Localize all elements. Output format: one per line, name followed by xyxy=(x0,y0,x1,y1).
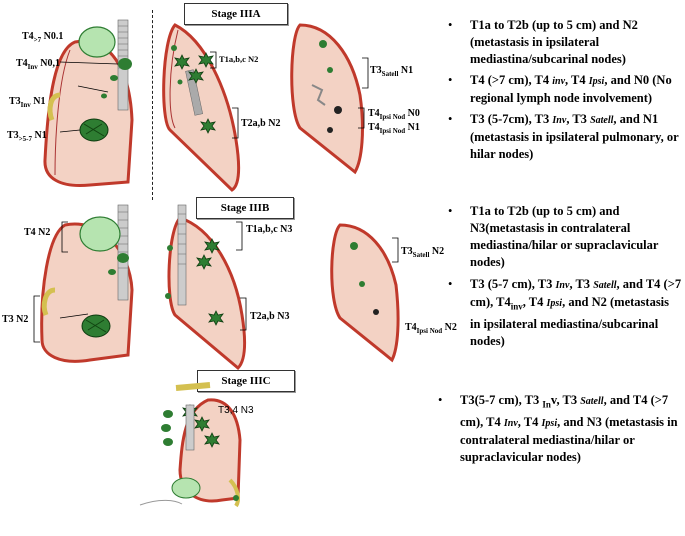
bullet-b-2: •T3 (5-7 cm), T3 Inv, T3 Satell, and T4 … xyxy=(448,277,682,348)
stage-b-bullets: •T1a to T2b (up to 5 cm) and N3(metastas… xyxy=(448,203,682,352)
label-t2ab-n2: T2a,b N2 xyxy=(241,118,281,129)
bullet-c-1: •T3(5-7 cm), T3 Inv, T3 Satell, and T4 (… xyxy=(438,393,678,464)
bullet-b-1: •T1a to T2b (up to 5 cm) and N3(metastas… xyxy=(448,204,659,269)
lung-iiia-1 xyxy=(43,19,134,188)
label-t4-gt7-n01: T4>7 N0.1 xyxy=(22,31,64,44)
lung-iiia-2 xyxy=(162,23,241,192)
lung-iiic xyxy=(139,382,242,508)
label-t3-57-n1: T3>5-7 N1 xyxy=(7,130,47,143)
stage-iiib-box: Stage IIIB xyxy=(196,197,294,219)
label-t3inv-n1: T3Inv N1 xyxy=(9,96,46,109)
label-t3-n2: T3 N2 xyxy=(2,314,29,325)
lung-iiia-3 xyxy=(290,23,369,175)
label-t3satell-n2: T3Satell N2 xyxy=(401,246,445,259)
label-t34-n3: T3,4 N3 xyxy=(218,405,254,416)
label-t2ab-n3: T2a,b N3 xyxy=(250,311,290,322)
label-t4ipsi-n2: T4Ipsi Nod N2 xyxy=(405,322,457,335)
label-t4inv-n01: T4Inv N0,1 xyxy=(16,58,61,71)
label-t3satell-n1: T3Satell N1 xyxy=(370,65,414,78)
label-t1abc-n2: T1a,b,c N2 xyxy=(219,54,259,64)
stage-iiic-box: Stage IIIC xyxy=(197,370,295,392)
bullet-a-3: •T3 (5-7cm), T3 Inv, T3 Satell, and N1 (… xyxy=(448,112,679,161)
bullet-a-1: •T1a to T2b (up to 5 cm) and N2 (metasta… xyxy=(448,18,638,66)
stage-c-bullets: •T3(5-7 cm), T3 Inv, T3 Satell, and T4 (… xyxy=(438,392,682,468)
lung-iiib-3 xyxy=(330,223,400,363)
stage-iiia-box: Stage IIIA xyxy=(184,3,288,25)
bullet-a-2: •T4 (>7 cm), T4 inv, T4 Ipsi, and N0 (No… xyxy=(448,73,672,105)
stage-a-bullets: •T1a to T2b (up to 5 cm) and N2 (metasta… xyxy=(448,17,682,165)
label-t4ipsi-n1: T4Ipsi Nod N1 xyxy=(368,122,420,135)
label-t1abc-n3: T1a,b,c N3 xyxy=(246,224,293,235)
lung-iiib-2 xyxy=(165,204,247,371)
label-t4-n2: T4 N2 xyxy=(24,227,51,238)
lung-iiib-1 xyxy=(33,204,134,363)
label-t4ipsi-n0: T4Ipsi Nod N0 xyxy=(368,108,420,121)
dashed-divider xyxy=(152,10,153,200)
